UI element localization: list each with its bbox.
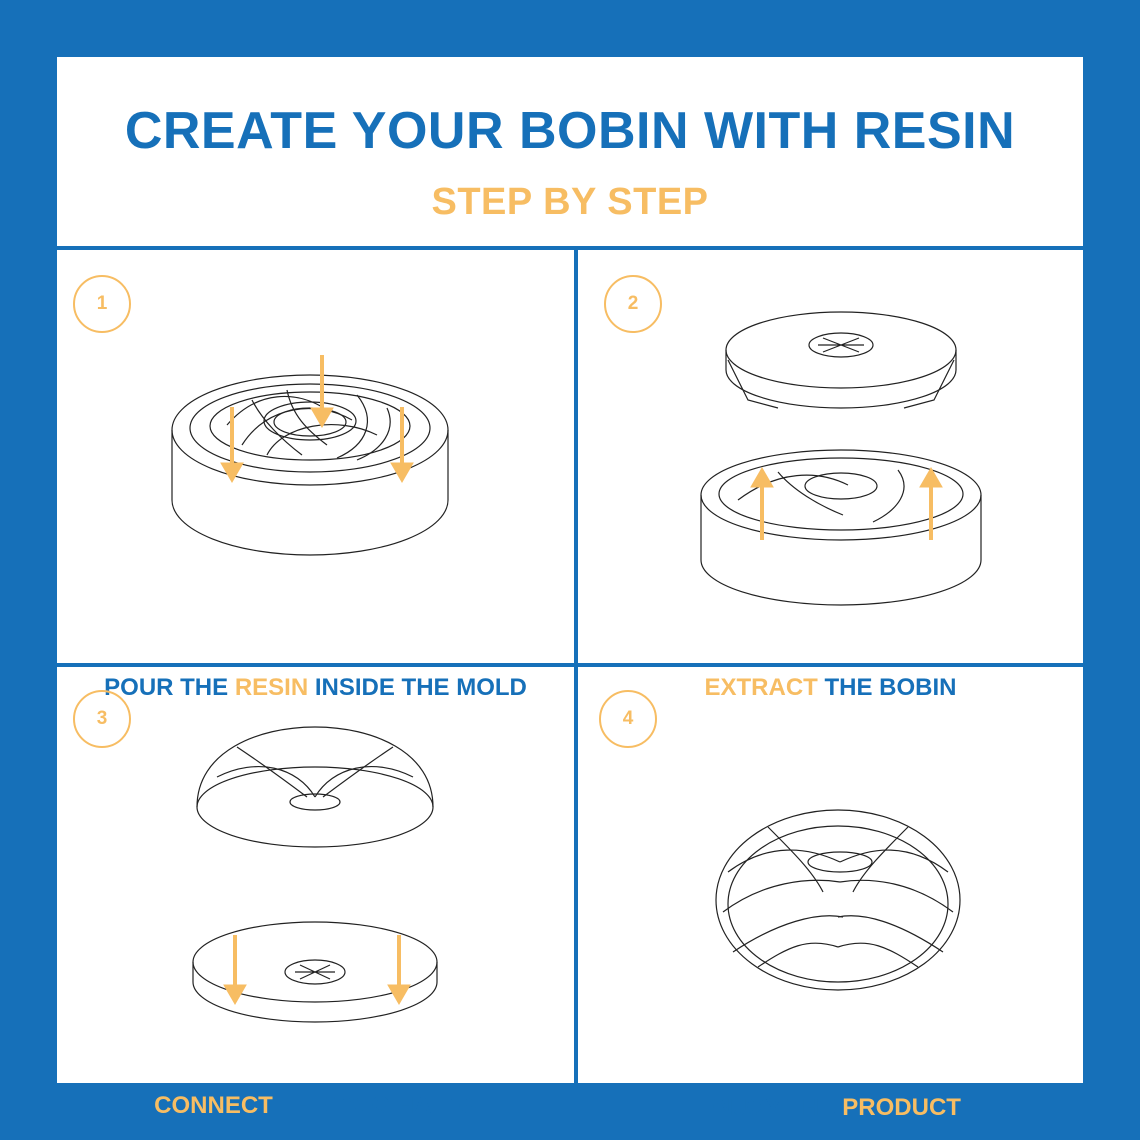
- step-3-caption-part2: THE TWO HALFS: [272, 1092, 477, 1119]
- header-divider: [57, 246, 1083, 250]
- connect-two-halves-illustration: [192, 726, 438, 1023]
- page-subtitle: STEP BY STEP: [431, 181, 709, 223]
- step-4-number-badge: 4: [599, 690, 657, 748]
- step-1-number-badge: 1: [73, 275, 131, 333]
- step-2-number-badge: 2: [604, 275, 662, 333]
- step-2-caption: EXTRACT THE BOBIN: [578, 674, 1083, 702]
- page-title: CREATE YOUR BOBIN WITH RESIN: [124, 102, 1016, 160]
- step-2-panel: 2 EXTRA: [578, 250, 1083, 701]
- header: CREATE YOUR BOBIN WITH RESIN STEP BY STE…: [57, 57, 1083, 247]
- step-1-caption-part2: INSIDE THE MOLD: [308, 674, 527, 701]
- step-2-caption-part2: THE BOBIN: [817, 674, 957, 701]
- step-3-caption-highlight: CONNECT: [154, 1092, 273, 1119]
- step-3-panel: 3 CONNECT THE TWO HALFS: [57, 667, 574, 1119]
- step-3-caption: CONNECT THE TWO HALFS: [57, 1092, 574, 1120]
- step-1-caption-highlight: RESIN: [234, 674, 309, 701]
- column-divider: [574, 246, 578, 1083]
- step-2-caption-highlight: EXTRACT: [704, 674, 818, 701]
- step-4-caption-highlight: PRODUCT: [842, 1094, 961, 1121]
- step-4-caption-part1: ENJOY THE: [700, 1094, 843, 1121]
- row-divider: [57, 663, 1083, 667]
- step-4-panel: 4 ENJOY THE PRODUCT: [578, 667, 1083, 1121]
- step-1-panel: 1: [57, 250, 574, 701]
- instruction-card: CREATE YOUR BOBIN WITH RESIN STEP BY STE…: [57, 57, 1083, 1121]
- step-3-number-badge: 3: [73, 690, 131, 748]
- step-1-caption: POUR THE RESIN INSIDE THE MOLD: [57, 674, 574, 702]
- step-4-caption: ENJOY THE PRODUCT: [578, 1094, 1083, 1122]
- extract-bobin-from-mold-illustration: [700, 311, 982, 606]
- step-1-caption-part1: POUR THE: [104, 674, 235, 701]
- mold-with-pour-arrows-illustration: [171, 355, 449, 556]
- finished-bobin-illustration: [715, 809, 961, 991]
